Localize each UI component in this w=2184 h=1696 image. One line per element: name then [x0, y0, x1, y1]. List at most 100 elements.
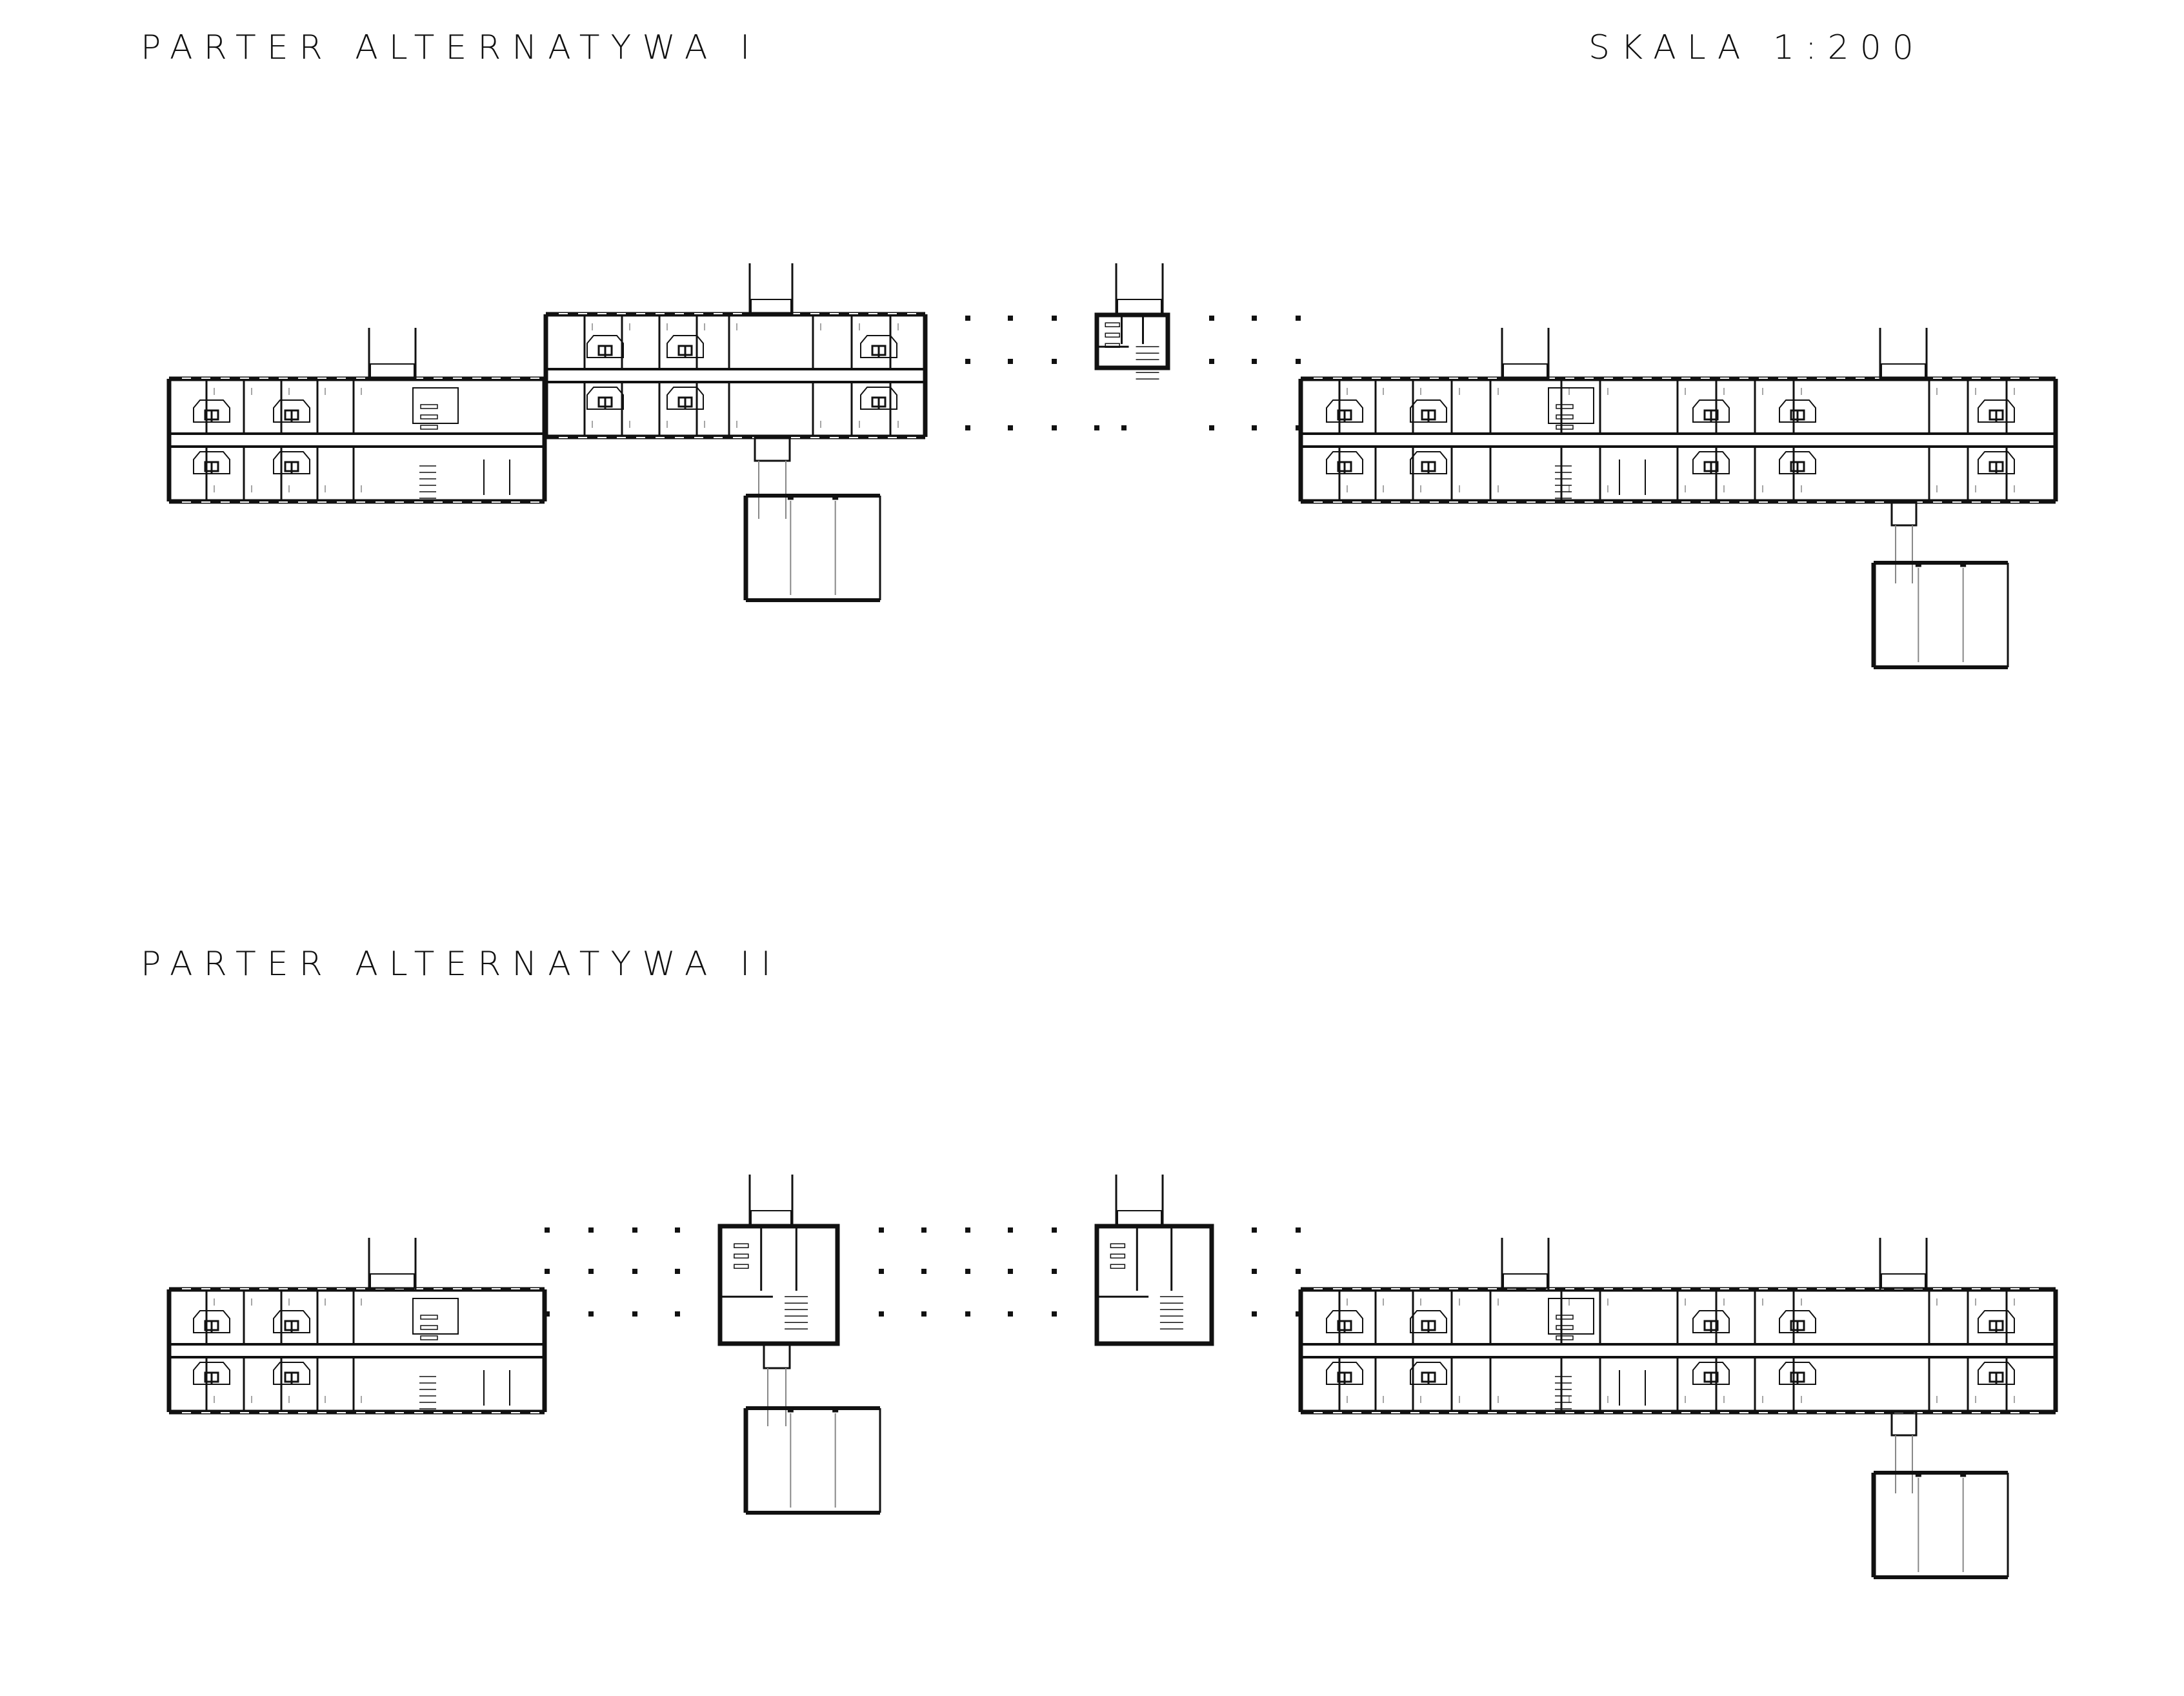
vestibule [1881, 1273, 1926, 1289]
bathroom-pod [273, 1310, 310, 1333]
bathroom-outline [1410, 451, 1447, 474]
room-furniture-icon [1105, 322, 1120, 348]
bathroom-pod [1692, 399, 1730, 423]
shelf [1556, 414, 1574, 419]
service-room [412, 387, 459, 424]
column-dot [1008, 1227, 1013, 1233]
bathroom-pod [586, 387, 624, 410]
room-furniture-icon [1556, 404, 1574, 430]
column-dot [965, 316, 970, 321]
bathroom-pod [1692, 1310, 1730, 1333]
plan-title-alternative-2: PARTER ALTERNATYWA II [141, 945, 782, 984]
bathroom-pod [273, 1362, 310, 1385]
bathroom-outline [860, 387, 897, 410]
column-mark [1915, 561, 1921, 567]
bathroom-pod [193, 451, 230, 474]
bathroom-pod [193, 1362, 230, 1385]
stair-icon [1136, 346, 1159, 379]
bathroom-outline [1779, 399, 1816, 423]
stair-icon [419, 465, 436, 499]
plan-title-alternative-1: PARTER ALTERNATYWA I [141, 28, 761, 67]
stair-icon [785, 1296, 808, 1329]
column-dot [879, 1311, 884, 1317]
sports-hall [1871, 1471, 2009, 1579]
shelf [1556, 1325, 1574, 1330]
column-dot [1008, 1311, 1013, 1317]
column-dot [1209, 316, 1214, 321]
shelf [420, 1335, 438, 1340]
entrance-canopy [1501, 1238, 1550, 1289]
pavilion [1094, 312, 1170, 379]
bathroom-outline [1692, 1362, 1730, 1385]
bathroom-pod [273, 399, 310, 423]
column-dot [1252, 316, 1257, 321]
connector-box [1890, 1411, 1918, 1437]
bathroom-outline [273, 1362, 310, 1385]
vestibule [1503, 1273, 1548, 1289]
sports-hall [743, 494, 881, 602]
column-dot [1252, 1311, 1257, 1317]
bathroom-pod [1978, 1310, 2015, 1333]
vestibule [1117, 299, 1162, 314]
column-dot [1008, 359, 1013, 364]
column-mark [1915, 1471, 1921, 1477]
bathroom-pod [666, 335, 704, 358]
entrance-canopy [1115, 263, 1164, 315]
column-dot [1209, 425, 1214, 430]
bathroom-outline [1978, 399, 2015, 423]
column-dot [1052, 359, 1057, 364]
column-dot [1296, 425, 1301, 430]
connector-box [754, 436, 791, 462]
bathroom-pod [1692, 1362, 1730, 1385]
column-mark [832, 1406, 839, 1413]
column-dot [545, 1227, 550, 1233]
column-dot [588, 1269, 594, 1274]
wing-central [543, 312, 928, 439]
bathroom-pod [193, 1310, 230, 1333]
shelf [1110, 1243, 1126, 1249]
column-dot [1052, 1227, 1057, 1233]
stair-icon [1555, 465, 1572, 499]
column-dot [1252, 1227, 1257, 1233]
column-dot [1052, 1311, 1057, 1317]
bathroom-outline [1410, 1310, 1447, 1333]
stair-icon [1555, 1376, 1572, 1409]
column-dot [1296, 1227, 1301, 1233]
entrance-canopy [1115, 1175, 1164, 1226]
bathroom-outline [273, 399, 310, 423]
bathroom-pod [273, 451, 310, 474]
column-dot [675, 1227, 680, 1233]
wing-west [166, 1287, 547, 1415]
shelf [1105, 332, 1120, 338]
service-room [1548, 1298, 1594, 1335]
column-dot [588, 1227, 594, 1233]
column-dot [1094, 425, 1099, 430]
sports-hall [743, 1406, 881, 1515]
bathroom-outline [1410, 399, 1447, 423]
shelf [420, 1325, 438, 1330]
entrance-canopy [368, 328, 417, 379]
bathroom-pod [1779, 1310, 1816, 1333]
room-furniture-icon [1556, 1315, 1574, 1340]
bathroom-pod [1326, 451, 1363, 474]
vestibule [1117, 1210, 1162, 1226]
wall-outline [1094, 1224, 1214, 1346]
bathroom-pod [860, 335, 897, 358]
bathroom-pod [1978, 399, 2015, 423]
bathroom-outline [666, 335, 704, 358]
column-dot [1052, 316, 1057, 321]
sports-hall [1871, 561, 2009, 669]
bathroom-outline [1692, 451, 1730, 474]
wall-outline [717, 1224, 840, 1346]
room-furniture-icon [734, 1243, 749, 1269]
column-dot [1008, 316, 1013, 321]
shelf [420, 425, 438, 430]
column-dot [1252, 359, 1257, 364]
shelf [1556, 404, 1574, 409]
bathroom-outline [273, 1310, 310, 1333]
entrance-canopy [1501, 328, 1550, 379]
bathroom-outline [586, 387, 624, 410]
service-room [412, 1298, 459, 1335]
column-dot [921, 1227, 927, 1233]
column-dot [1252, 1269, 1257, 1274]
